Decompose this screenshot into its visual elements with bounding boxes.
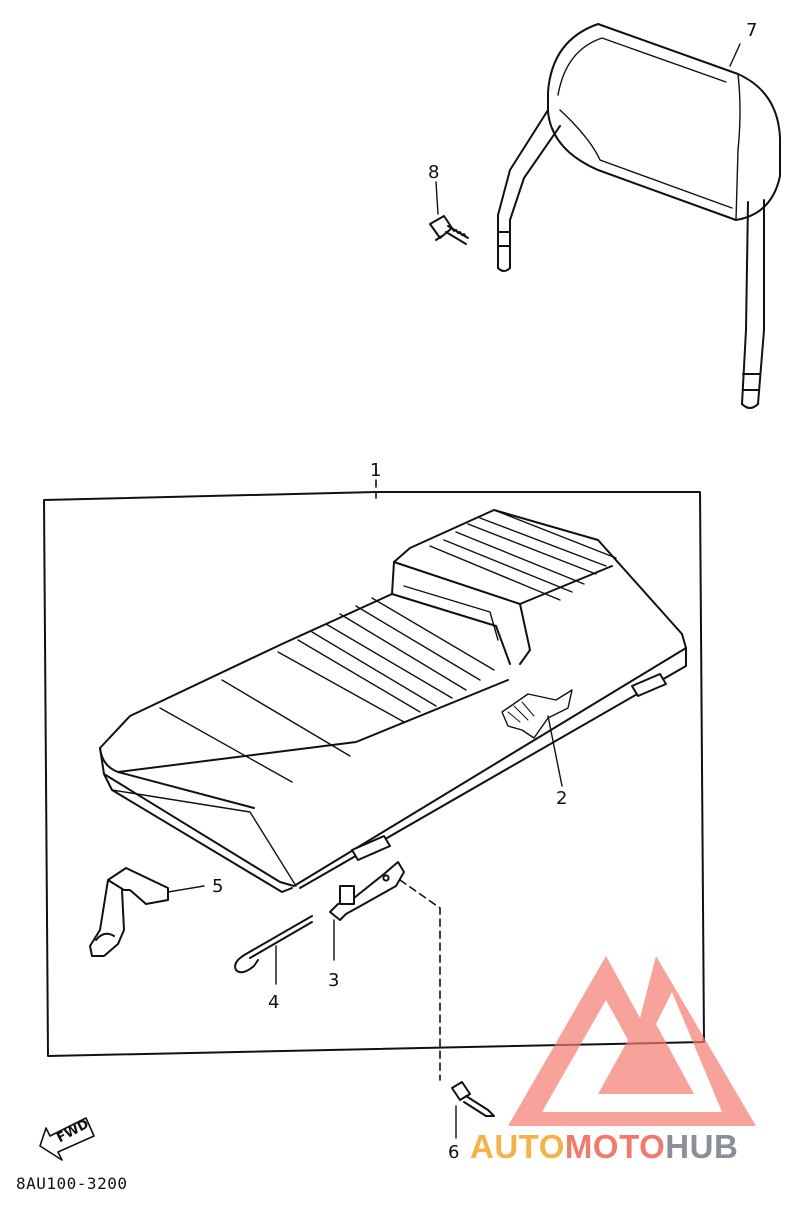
callout-4: 4 <box>268 992 280 1013</box>
automotohub-logo-icon <box>508 956 756 1126</box>
brand-part-auto: AUTO <box>470 1128 565 1165</box>
seat-kit-frame <box>43 467 705 1057</box>
lock-plate-part-3 <box>329 861 441 1081</box>
seat-body <box>99 509 687 893</box>
callout-8: 8 <box>428 162 440 183</box>
callout-6: 6 <box>448 1142 460 1163</box>
callout-3: 3 <box>328 970 340 991</box>
rod-part-4 <box>234 915 313 985</box>
fwd-arrow-icon <box>39 1117 95 1161</box>
callout-5: 5 <box>212 876 224 897</box>
bolt-part-8 <box>429 43 741 245</box>
brand-part-moto: MOTO <box>564 1128 666 1165</box>
callout-1: 1 <box>370 460 382 481</box>
callout-2: 2 <box>556 788 568 809</box>
brand-part-hub: HUB <box>665 1128 739 1165</box>
part-code: 8AU100-3200 <box>16 1174 128 1193</box>
bracket-part-5 <box>89 867 205 957</box>
rivet-part-6 <box>451 1081 495 1139</box>
callout-7: 7 <box>746 20 758 41</box>
backrest-assembly <box>497 23 781 409</box>
watermark-brand: AUTOMOTOHUB <box>470 1128 738 1166</box>
